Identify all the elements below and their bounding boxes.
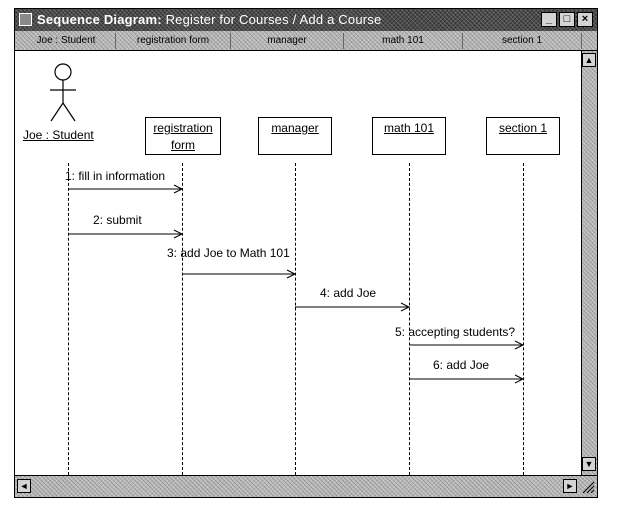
object-label-line1: math 101 (383, 121, 435, 135)
object-section-1[interactable]: section 1 (486, 117, 560, 155)
arrowhead-icon (286, 269, 297, 279)
object-label-line2: form (171, 138, 195, 152)
actor-stick-figure-icon[interactable] (45, 63, 81, 125)
message-label-6[interactable]: 6: add Joe (433, 358, 490, 372)
resize-grip-icon[interactable] (581, 480, 595, 494)
actor-label[interactable]: Joe : Student (23, 128, 94, 142)
vertical-scrollbar[interactable]: ▲ ▼ (581, 51, 597, 475)
lifeline-section-1 (523, 163, 524, 475)
arrowhead-icon (173, 229, 184, 239)
object-label-line1: manager (271, 121, 319, 135)
title-bar[interactable]: Sequence Diagram: Register for Courses /… (15, 9, 597, 31)
scroll-right-button[interactable]: ► (563, 479, 577, 493)
scroll-down-button[interactable]: ▼ (582, 457, 596, 471)
tab-manager[interactable]: manager (231, 33, 344, 49)
tab-registration-form[interactable]: registration form (116, 33, 231, 49)
object-label-line1: section 1 (498, 121, 548, 135)
arrowhead-icon (173, 184, 184, 194)
message-label-4[interactable]: 4: add Joe (320, 286, 377, 300)
scroll-left-button[interactable]: ◄ (17, 479, 31, 493)
object-math-101[interactable]: math 101 (372, 117, 446, 155)
arrowhead-icon (514, 340, 525, 350)
title-name: Register for Courses / Add a Course (165, 12, 382, 27)
tab-section-1[interactable]: section 1 (463, 33, 582, 49)
maximize-button[interactable]: □ (559, 12, 575, 27)
minimize-button[interactable]: _ (541, 12, 557, 27)
scroll-up-button[interactable]: ▲ (582, 53, 596, 67)
object-label-line1: registration (153, 121, 213, 135)
message-label-2[interactable]: 2: submit (93, 213, 142, 227)
message-label-1[interactable]: 1: fill in information (65, 169, 166, 183)
app-icon[interactable] (19, 13, 32, 26)
lifeline-manager (295, 163, 296, 475)
lifeline-math-101 (409, 163, 410, 475)
lifeline-joe-student (68, 163, 69, 475)
object-registration-form[interactable]: registration form (145, 117, 221, 155)
lifeline-registration-form (182, 163, 183, 475)
tab-joe-student[interactable]: Joe : Student (17, 33, 116, 49)
close-button[interactable]: × (577, 12, 593, 27)
arrowhead-icon (514, 374, 525, 384)
window-title: Sequence Diagram: Register for Courses /… (37, 12, 381, 27)
message-arrows (68, 184, 525, 384)
tab-math-101[interactable]: math 101 (344, 33, 463, 49)
diagram-canvas[interactable]: Joe : Student registration form manager … (15, 51, 581, 475)
object-manager[interactable]: manager (258, 117, 332, 155)
arrowhead-icon (400, 302, 411, 312)
message-label-3[interactable]: 3: add Joe to Math 101 (167, 246, 290, 260)
message-label-5[interactable]: 5: accepting students? (395, 325, 516, 339)
object-tab-bar: Joe : Student registration form manager … (15, 31, 597, 51)
sequence-diagram-window: Sequence Diagram: Register for Courses /… (14, 8, 598, 498)
title-prefix: Sequence Diagram: (37, 12, 162, 27)
horizontal-scrollbar[interactable]: ◄ ► (15, 475, 597, 497)
